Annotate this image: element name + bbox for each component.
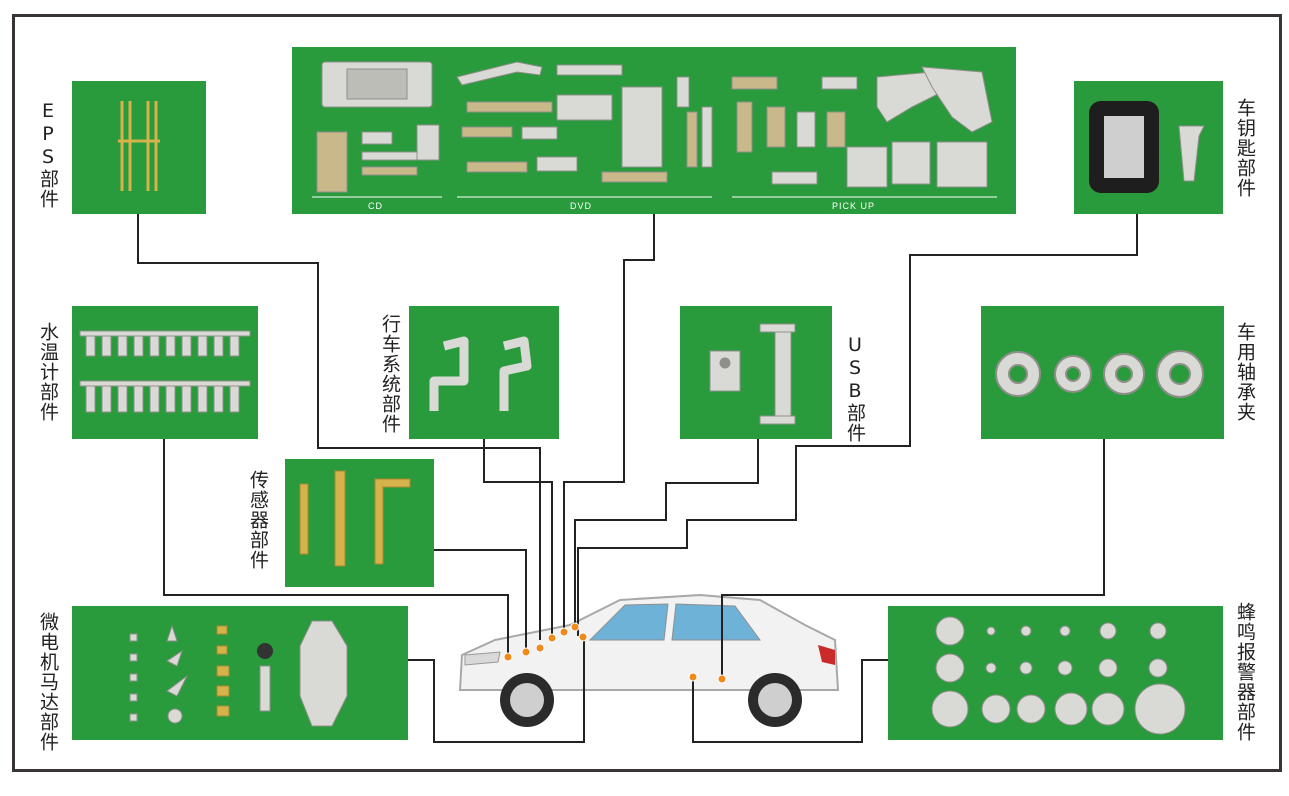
water-temp-label: 水温计部件 [37,322,59,422]
micro-motor-label: 微电机马达部件 [37,612,59,752]
eps-parts-panel [72,81,206,214]
axle-clip-parts-panel [981,306,1224,439]
media-parts-panel: CD DVD PICK UP [292,47,1016,214]
driving-system-label: 行车系统部件 [379,314,401,434]
media-parts-illustration [312,61,997,198]
micro-motor-parts-panel [72,606,408,740]
micro-motor-part-illustration [129,620,348,727]
diagram-frame [12,14,1282,772]
axle-clip-label: 车用轴承夹 [1234,322,1256,422]
sensor-part-illustration [299,470,411,567]
usb-parts-panel [680,306,832,439]
car-key-part-illustration [1089,101,1205,193]
dvd-section-label: DVD [570,201,593,211]
buzzer-part-illustration [931,616,1186,735]
eps-label: EPS部件 [37,100,59,209]
car-key-label: 车钥匙部件 [1234,98,1256,198]
usb-part-illustration [709,323,796,425]
water-temp-part-illustration [79,330,251,413]
buzzer-label: 蜂鸣报警器部件 [1234,602,1256,742]
driving-system-parts-panel [409,306,559,439]
car-key-parts-panel [1074,81,1223,214]
cd-section-label: CD [368,201,383,211]
usb-label: USB部件 [844,334,866,443]
buzzer-parts-panel [888,606,1223,740]
driving-system-part-illustration [429,336,532,411]
water-temp-parts-panel [72,306,258,439]
pickup-section-label: PICK UP [832,201,876,211]
eps-part-illustration [118,101,160,191]
sensor-label: 传感器部件 [247,470,269,570]
axle-clip-part-illustration [995,350,1204,398]
sensor-parts-panel [285,459,434,587]
